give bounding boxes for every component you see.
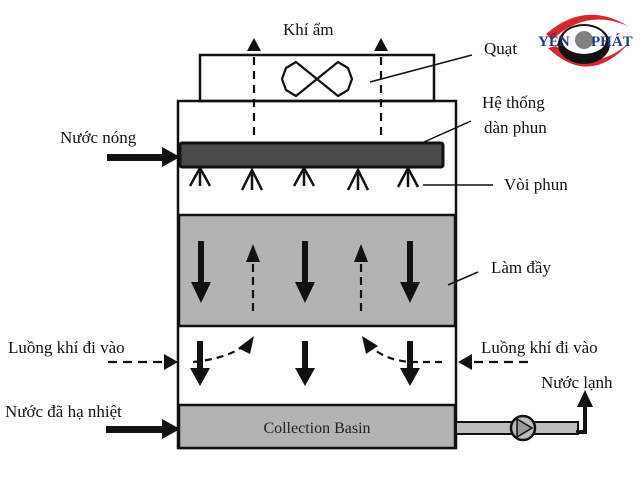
air-up-arrows [246, 244, 368, 311]
air-curve-right [369, 345, 442, 364]
fill-label: Làm đầy [491, 258, 551, 277]
collection-basin-label: Collection Basin [263, 420, 370, 437]
nozzle-icon [346, 167, 370, 191]
cooled-water-label: Nước đã hạ nhiệt [5, 402, 122, 421]
air-curve-right-head [362, 336, 378, 354]
logo-text-left: YÊN [538, 33, 570, 50]
hot-water-arrowhead [162, 147, 180, 167]
exhaust-arrowhead-right [374, 38, 388, 51]
outlet-pipe-riser [576, 405, 587, 434]
nozzle-icon [396, 165, 420, 188]
nozzle-label: Vòi phun [504, 175, 568, 194]
hot-water-arrow [107, 154, 163, 161]
rain-zone-down-arrows [190, 341, 420, 386]
logo-text-right: PHÁT [591, 33, 633, 50]
air-curve-left-head [238, 336, 254, 354]
cooled-water-arrowhead [162, 419, 180, 439]
air-inlet-right-label: Luồng khí đi vào [481, 338, 598, 357]
fill-section [177, 213, 457, 328]
spray-nozzles [188, 165, 420, 191]
air-inlet-left-label: Luồng khí đi vào [8, 338, 125, 357]
cooled-water-arrow [106, 426, 164, 433]
nozzle-icon [188, 165, 212, 187]
cold-water-arrowhead [577, 390, 593, 407]
fan-icon [280, 60, 354, 98]
cold-water-label: Nước lạnh [541, 373, 613, 392]
moist-air-label: Khí ẩm [283, 20, 334, 39]
air-inlet-head-left [164, 354, 178, 370]
water-down-arrows [191, 241, 420, 303]
leader-lines [369, 54, 493, 286]
spray-system-label-2: dàn phun [484, 118, 547, 137]
spray-system-label-1: Hệ thống [482, 93, 545, 112]
logo-swoosh-bottom [548, 42, 630, 67]
hot-water-label: Nước nóng [60, 128, 137, 147]
fan-label: Quạt [484, 39, 517, 58]
exhaust-arrowhead-left [247, 38, 261, 51]
logo-swoosh-top [546, 14, 628, 40]
nozzle-icon [292, 165, 316, 187]
nozzle-icon [240, 167, 264, 191]
yen-phat-logo: YÊN PHÁT [538, 14, 633, 67]
logo-eye-pupil [575, 31, 593, 49]
air-inlet-head-right [458, 354, 472, 370]
spray-header-bar [178, 141, 445, 169]
pump-triangle [516, 417, 534, 439]
